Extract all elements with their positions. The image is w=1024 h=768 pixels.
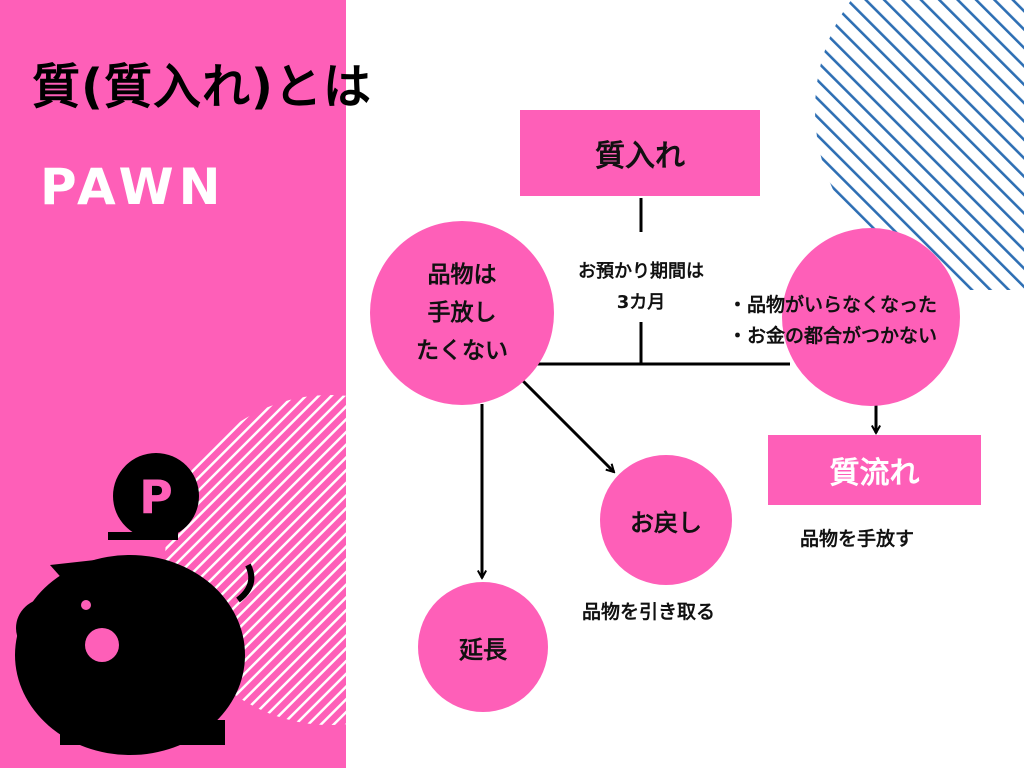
p-coin-icon: [113, 453, 199, 539]
period-label: お預かり期間は 3カ月: [548, 256, 734, 318]
reason-item: ・品物がいらなくなった: [728, 294, 938, 316]
redeem-caption: 品物を引き取る: [582, 601, 716, 623]
pawn-box-label: 質入れ: [595, 139, 685, 174]
period-label-line-2: 3カ月: [616, 292, 666, 313]
forfeit-reason-circle: [782, 228, 960, 406]
extend-circle: 延長: [418, 582, 548, 712]
pig-eye-icon: [81, 600, 91, 610]
forfeit-reasons: ・品物がいらなくなった ・お金の都合がつかない: [728, 290, 937, 352]
reason-item: ・お金の都合がつかない: [728, 325, 938, 347]
redeem-circle: お戻し: [600, 455, 732, 585]
pawn-box: 質入れ: [520, 110, 760, 196]
period-label-line-1: お預かり期間は: [578, 261, 704, 282]
page-subtitle: PAWN: [40, 158, 226, 216]
forfeit-caption: 品物を手放す: [800, 528, 915, 550]
page-title: 質(質入れ)とは: [32, 59, 372, 115]
forfeit-box: 質流れ: [768, 435, 981, 505]
redeem-circle-label: お戻し: [630, 508, 702, 537]
blue-stripe-circle: [815, 0, 1024, 290]
pig-nose-icon: [85, 628, 119, 662]
arrow-to-redeem: [520, 378, 614, 472]
coin-letter: P: [139, 470, 173, 524]
forfeit-box-label: 質流れ: [829, 456, 920, 491]
keep-circle-line-3: たくない: [416, 338, 508, 364]
keep-item-circle: 品物は 手放し たくない: [370, 221, 554, 405]
keep-circle-line-1: 品物は: [427, 262, 497, 288]
extend-circle-label: 延長: [459, 635, 507, 664]
keep-circle-line-2: 手放し: [427, 300, 497, 326]
